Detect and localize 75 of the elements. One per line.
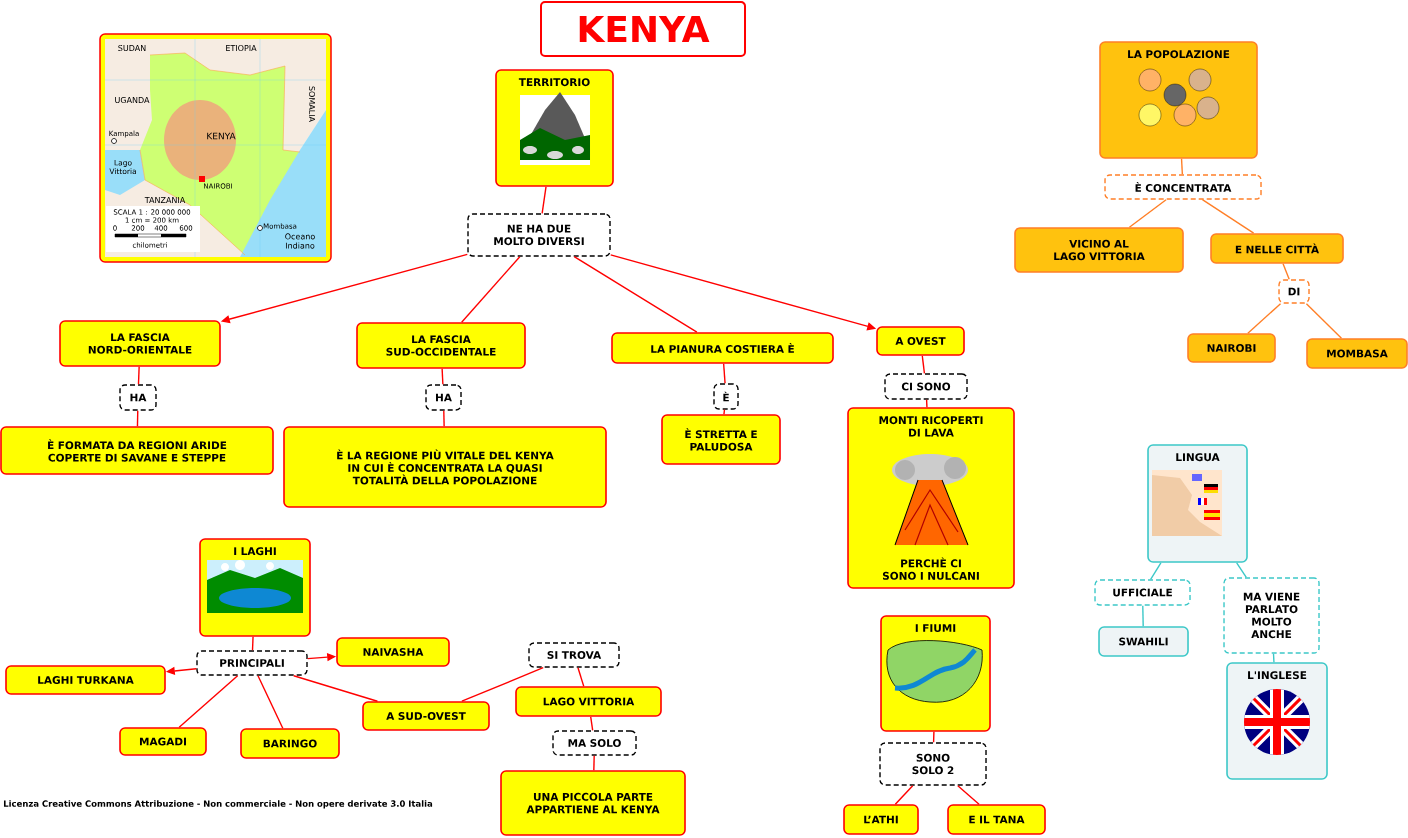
connector	[1180, 158, 1184, 175]
connector	[1149, 562, 1162, 580]
connector	[257, 675, 284, 729]
connector	[573, 256, 698, 333]
connector	[894, 785, 914, 805]
map-label: TANZANIA	[144, 197, 186, 203]
concept-box: A OVEST	[876, 326, 965, 356]
concept-box: MOMBASA	[1306, 338, 1408, 369]
connector	[723, 409, 726, 415]
linking-phrase-box: SI TROVA	[528, 642, 620, 668]
map-label: Oceano Indiano	[285, 233, 315, 249]
linking-phrase-box: DI	[1278, 279, 1310, 304]
concept-box: È LA REGIONE PIÙ VITALE DEL KENYA IN CUI È CONCENTRATA LA QUASI TOTALITÀ DELLA POPOLAZIONE	[283, 426, 607, 508]
linking-phrase-box: PRINCIPALI	[196, 650, 308, 676]
linking-phrase-box: MA SOLO	[552, 730, 637, 756]
connector	[443, 410, 445, 427]
connector	[1201, 199, 1255, 234]
connector	[541, 186, 547, 214]
map-label: ETIOPIA	[226, 44, 257, 51]
connector	[251, 636, 254, 651]
connector	[925, 399, 928, 408]
connector	[590, 716, 594, 731]
connector	[957, 785, 980, 805]
connector	[460, 256, 521, 323]
connector	[178, 675, 239, 728]
license-note: Licenza Creative Commons Attribuzione - Non commerciale - Non opere derivate 3.0 Italia	[4, 800, 433, 809]
connector	[293, 675, 379, 702]
concept-box: SWAHILI	[1098, 626, 1189, 657]
map-label: SUDAN	[118, 44, 146, 51]
concept-box: NAIROBI	[1187, 333, 1276, 363]
connector	[1305, 303, 1343, 339]
connector	[921, 355, 926, 374]
connector	[137, 366, 140, 385]
connector	[1128, 199, 1167, 228]
concept-box: BARINGO	[240, 728, 340, 759]
concept-box: A SUD-OVEST	[362, 701, 490, 731]
linking-phrase-box: È CONCENTRATA	[1104, 174, 1262, 200]
connector	[461, 667, 544, 702]
concept-box: VICINO AL LAGO VITTORIA	[1014, 227, 1184, 273]
connector	[932, 731, 935, 743]
linking-phrase-box: È	[713, 383, 739, 410]
connector	[1272, 653, 1275, 663]
concept-box: NAIVASHA	[336, 637, 450, 667]
linking-phrase-box: HA	[119, 384, 157, 411]
linking-phrase-box: MA VIENE PARLATO MOLTO ANCHE	[1223, 577, 1320, 654]
title: KENYA	[540, 1, 746, 57]
connector	[593, 755, 595, 771]
concept-box: UNA PICCOLA PARTE APPARTIENE AL KENYA	[500, 770, 686, 836]
connector	[1142, 605, 1144, 627]
concept-box: E IL TANA	[947, 804, 1046, 835]
map-label: SOMALIA	[309, 86, 316, 122]
connector	[441, 368, 444, 385]
connector	[1236, 562, 1247, 578]
connector	[1247, 303, 1282, 334]
concept-box: LA FASCIA NORD-ORIENTALE	[59, 320, 221, 367]
map-label: UGANDA	[115, 96, 150, 103]
concept-box: È STRETTA E PALUDOSA	[661, 414, 781, 465]
linking-phrase-box: UFFICIALE	[1094, 579, 1191, 606]
linking-phrase-box: CI SONO	[884, 373, 968, 400]
connector	[577, 667, 585, 687]
connector	[1282, 263, 1290, 280]
linking-phrase-box: NE HA DUE MOLTO DIVERSI	[467, 213, 611, 257]
concept-box: MAGADI	[119, 727, 207, 756]
concept-box: È FORMATA DA REGIONI ARIDE COPERTE DI SAVANE E STEPPE	[0, 426, 274, 475]
concept-box: LA PIANURA COSTIERA È	[611, 332, 834, 364]
concept-box: LAGHI TURKANA	[5, 665, 166, 695]
concept-box: E NELLE CITTÀ	[1210, 233, 1344, 264]
connector	[722, 363, 726, 384]
linking-phrase-box: HA	[425, 384, 462, 411]
connector	[136, 410, 139, 427]
concept-box: LA FASCIA SUD-OCCIDENTALE	[356, 322, 526, 369]
map-label: KENYA	[207, 132, 236, 140]
linking-phrase-box: SONO SOLO 2	[879, 742, 987, 786]
concept-box: LAGO VITTORIA	[515, 686, 662, 717]
concept-box: L’ATHI	[843, 804, 919, 835]
